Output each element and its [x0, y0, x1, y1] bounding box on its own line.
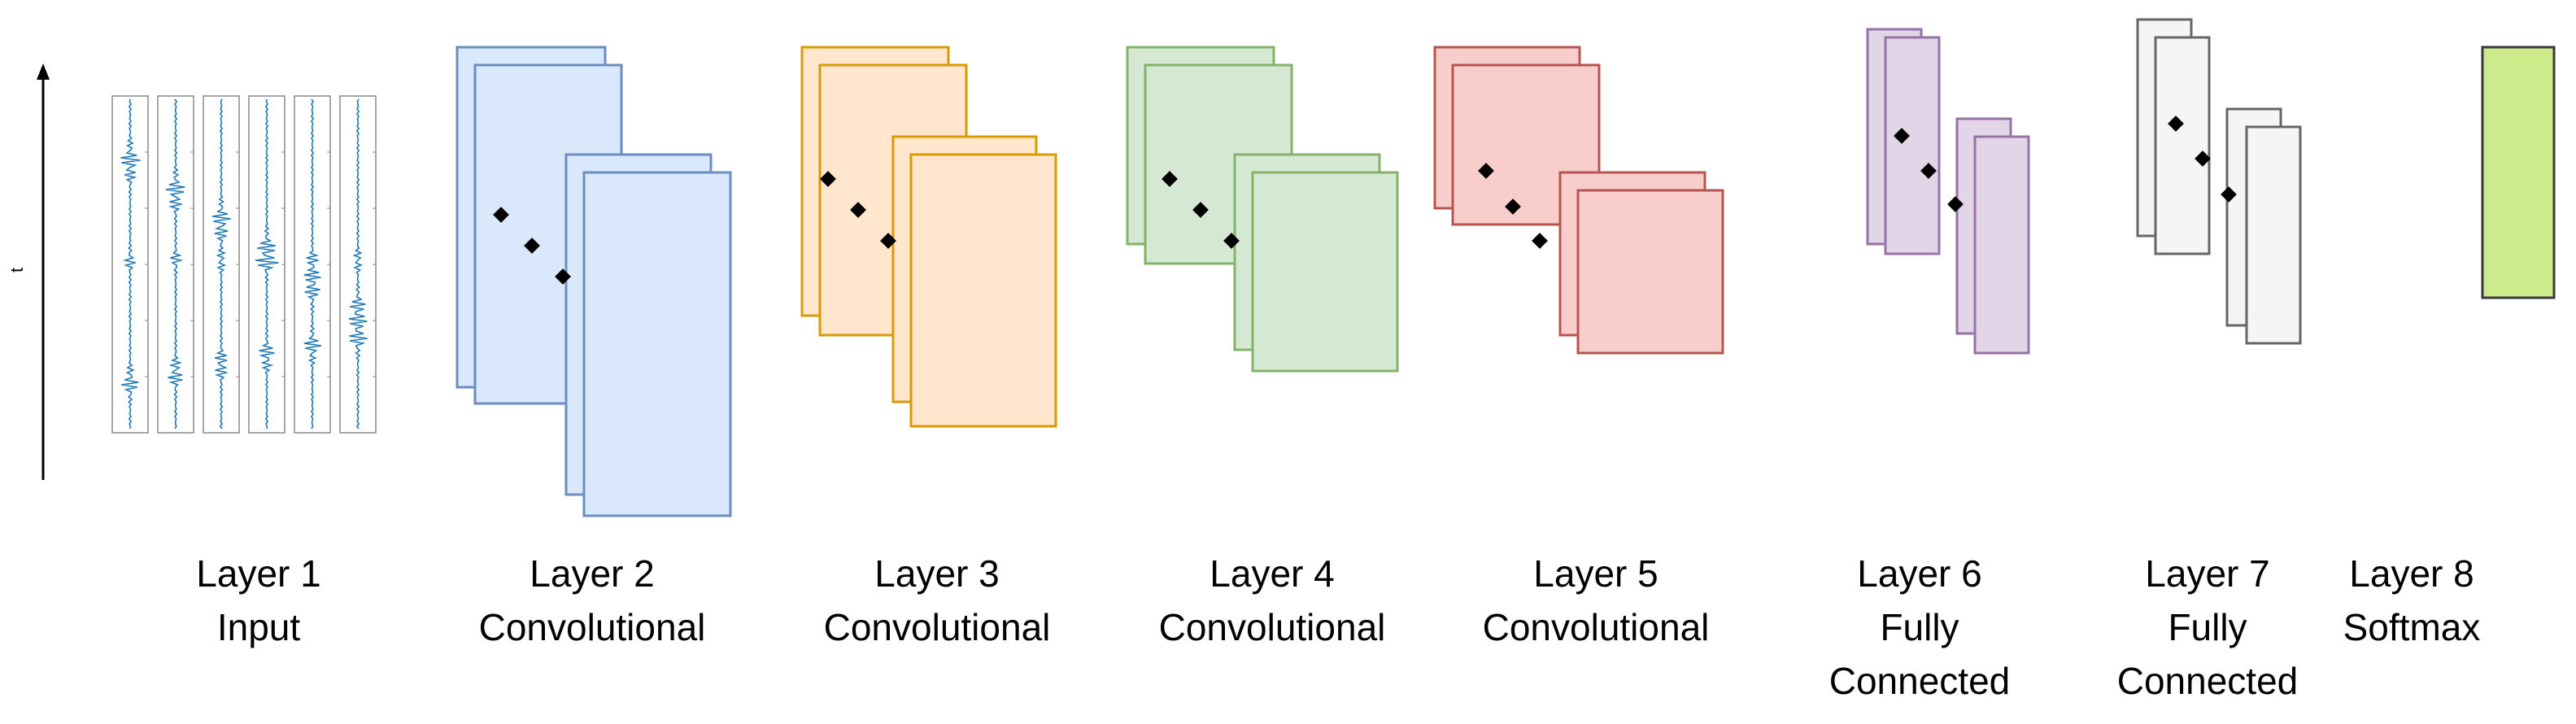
layer7-unit-front-1 [2154, 36, 2211, 255]
layer7-neurons [2136, 18, 2302, 345]
layer7-label: Layer 7 Fully Connected [2053, 547, 2362, 708]
layer4-map-front-2 [1251, 171, 1399, 373]
layer-number: Layer 1 [196, 552, 321, 595]
layer5-ellipsis-dot-2 [1505, 198, 1521, 215]
layer3-label: Layer 3 Convolutional [782, 547, 1092, 654]
layer2-feature-maps [455, 46, 732, 517]
layer6-unit-front-2 [1973, 135, 2030, 355]
layer4-ellipsis-dot-3 [1223, 233, 1240, 249]
layer4-ellipsis-dot-2 [1192, 202, 1209, 218]
layer3-ellipsis-dot-3 [880, 233, 896, 249]
layer3-feature-maps [800, 46, 1057, 428]
layer3-ellipsis-dot-2 [850, 202, 866, 218]
layer8-softmax [2481, 46, 2556, 299]
layer5-label: Layer 5 Convolutional [1441, 547, 1750, 654]
layer-type: Softmax [2343, 606, 2481, 648]
layer2-label: Layer 2 Convolutional [438, 547, 747, 654]
layer5-ellipsis-dot-1 [1478, 163, 1494, 179]
softmax-output-block [2481, 46, 2556, 299]
layer-number: Layer 3 [874, 552, 1000, 595]
layer-type: Input [216, 606, 301, 648]
time-axis-label: t [7, 268, 27, 273]
seismic-trace [303, 98, 322, 430]
layer4-ellipsis-dot-1 [1162, 171, 1178, 187]
time-axis-arrowhead [37, 63, 50, 80]
layer5-feature-maps [1433, 46, 1724, 355]
seismic-trace [348, 98, 368, 430]
layer-number: Layer 6 [1857, 552, 1982, 595]
layer-number: Layer 5 [1533, 552, 1658, 595]
layer6-ellipsis-dot-2 [1920, 163, 1937, 179]
layer7-ellipsis-dot-3 [2221, 186, 2237, 203]
layer6-label: Layer 6 Fully Connected [1765, 547, 2074, 708]
layer-type: Convolutional [823, 606, 1051, 648]
layer4-feature-maps [1126, 46, 1399, 373]
layer-number: Layer 7 [2145, 552, 2270, 595]
layer6-ellipsis-dot-1 [1894, 128, 1910, 144]
layer2-map-front-2 [582, 171, 732, 517]
layer7-ellipsis-dot-2 [2195, 150, 2211, 167]
input-panel: t [7, 63, 377, 480]
layer5-ellipsis-dot-3 [1532, 233, 1548, 249]
layer2-ellipsis-dot-2 [524, 238, 540, 254]
layer3-map-front-2 [909, 153, 1057, 428]
seismic-trace [211, 98, 231, 430]
layer-number: Layer 2 [530, 552, 655, 595]
layer-type-cont: Connected [1828, 660, 2011, 702]
layer6-ellipsis-dot-3 [1947, 196, 1964, 212]
layer7-ellipsis-dot-1 [2168, 116, 2184, 132]
layer2-ellipsis-dot-3 [555, 268, 571, 285]
layer5-map-front-2 [1576, 189, 1724, 355]
layer8-label: Layer 8 Softmax [2253, 547, 2570, 654]
layer-number: Layer 8 [2349, 552, 2474, 595]
layer-type: Convolutional [478, 606, 706, 648]
layer1-label: Layer 1 Input [104, 547, 413, 654]
seismic-trace [255, 98, 279, 430]
layer-type: Fully [1880, 606, 1959, 648]
layer-type: Convolutional [1158, 606, 1386, 648]
layer7-unit-front-2 [2245, 125, 2302, 345]
layer6-neurons [1866, 28, 2030, 355]
layer-type: Convolutional [1482, 606, 1710, 648]
seismic-trace [165, 98, 185, 430]
layer6-unit-front-1 [1884, 36, 1941, 255]
layer-type-cont: Connected [2116, 660, 2299, 702]
layer-number: Layer 4 [1210, 552, 1335, 595]
seismic-trace [120, 98, 141, 430]
layer4-label: Layer 4 Convolutional [1118, 547, 1427, 654]
layer2-ellipsis-dot-1 [493, 207, 509, 223]
layer-type: Fully [2168, 606, 2247, 648]
seismic-traces [111, 95, 377, 434]
